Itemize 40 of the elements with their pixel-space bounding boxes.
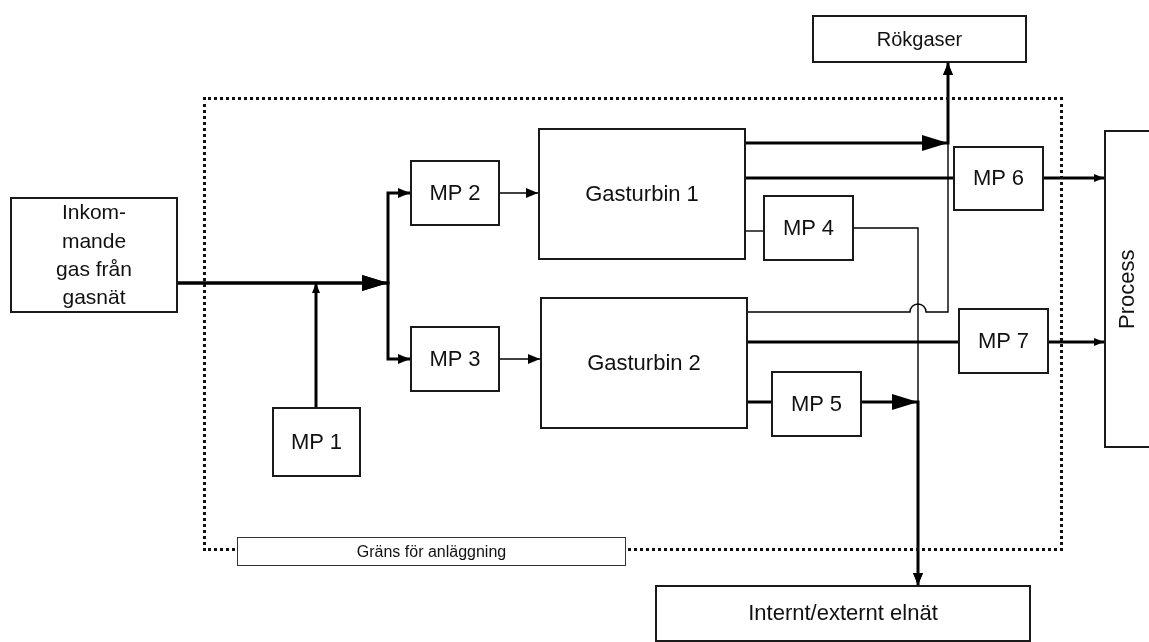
node-label: MP 4 xyxy=(783,213,834,242)
arrow xyxy=(747,62,953,313)
node-label: MP 7 xyxy=(978,326,1029,355)
boundary-label: Gräns för anläggning xyxy=(237,537,626,566)
turbine-box xyxy=(540,297,748,429)
arrow xyxy=(499,188,539,198)
measuring-point-box xyxy=(771,371,862,437)
connector-line xyxy=(748,340,958,344)
arrow xyxy=(1049,338,1104,346)
measuring-point-box xyxy=(763,195,854,261)
node-label: Gasturbin 1 xyxy=(585,179,699,208)
measuring-point-box xyxy=(953,146,1044,211)
arrow xyxy=(746,63,953,151)
connector-line xyxy=(746,176,953,180)
node-label: MP 2 xyxy=(429,178,481,207)
turbine-box xyxy=(538,128,746,260)
node-label: Rökgaser xyxy=(876,27,963,52)
arrow xyxy=(1044,174,1104,182)
node-label: MP 3 xyxy=(429,344,481,373)
system-box xyxy=(10,197,178,313)
measuring-point-box xyxy=(272,407,361,477)
connector-line xyxy=(745,230,764,232)
node-label: Process xyxy=(1113,249,1141,329)
node-label: MP 6 xyxy=(973,164,1024,193)
system-box xyxy=(655,585,1031,642)
measuring-point-box xyxy=(410,160,500,226)
arrow xyxy=(499,354,541,364)
system-box xyxy=(812,15,1027,63)
node-label: MP 5 xyxy=(791,389,842,418)
node-label: MP 1 xyxy=(291,427,342,456)
measuring-point-box xyxy=(958,308,1049,374)
node-label: Gasturbin 2 xyxy=(587,348,701,377)
node-label: Internt/externt elnät xyxy=(748,599,938,628)
arrow xyxy=(178,275,410,364)
system-box xyxy=(1104,130,1149,448)
node-label: Inkom-mande gas från gasnät xyxy=(55,199,133,311)
arrow xyxy=(312,283,320,407)
measuring-point-box xyxy=(410,326,500,392)
arrow xyxy=(862,394,923,585)
connector-line xyxy=(748,400,771,404)
